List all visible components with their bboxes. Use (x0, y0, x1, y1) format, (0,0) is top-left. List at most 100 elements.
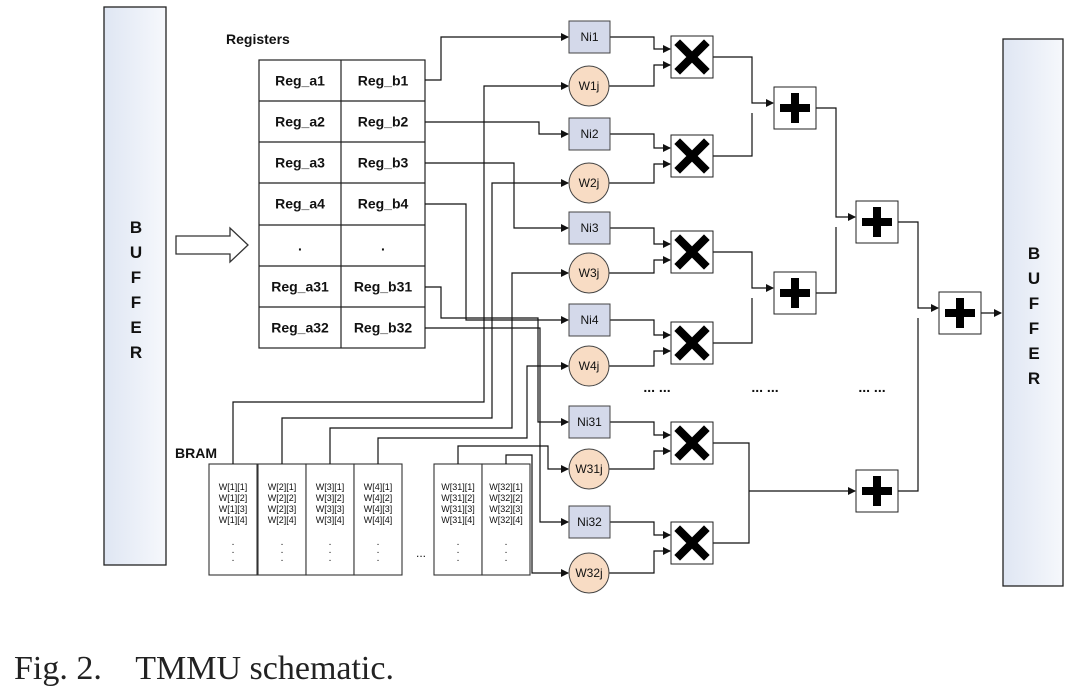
plus-icon (780, 93, 810, 123)
register-b-cell: Reg_b1 (358, 73, 409, 89)
wire (610, 521, 671, 539)
ni-box (568, 20, 611, 54)
ni-label: Ni32 (577, 515, 602, 529)
wire (425, 162, 569, 232)
bram-entry: W[2][2] (268, 493, 297, 503)
adder (773, 271, 817, 315)
weight-node (568, 252, 610, 294)
bram-dot: . (232, 553, 235, 564)
bram-entry: W[31][3] (441, 504, 475, 514)
wire (425, 33, 569, 81)
bram-entry: W[4][3] (364, 504, 393, 514)
register-b-cell: Reg_b32 (354, 320, 413, 336)
plus-icon (862, 207, 892, 237)
ni-box (568, 303, 611, 337)
bram-dot: . (232, 537, 235, 548)
plus-icon (780, 278, 810, 308)
bram-entry: W[4][2] (364, 493, 393, 503)
ni-label: Ni2 (580, 127, 598, 141)
bram-title: BRAM (175, 445, 217, 461)
wire (816, 107, 856, 221)
ni-label: Ni4 (580, 313, 598, 327)
buffer-left-letter: U (130, 243, 142, 262)
bram-dot: . (281, 553, 284, 564)
weight-node (568, 448, 610, 490)
buffer-right-letter: F (1029, 319, 1039, 338)
multiplier (670, 421, 714, 465)
bram-dot: . (329, 537, 332, 548)
bram-entry: W[32][2] (489, 493, 523, 503)
wire-network (232, 33, 1002, 577)
caption-text: TMMU schematic. (135, 650, 394, 687)
wire (713, 442, 750, 544)
multiply-icon (674, 525, 710, 561)
bram-column-box (208, 463, 258, 576)
bram-entry: W[3][4] (316, 515, 345, 525)
register-a-cell: Reg_a3 (275, 155, 325, 171)
bram-dot: . (505, 545, 508, 556)
bram-entry: W[1][2] (219, 493, 248, 503)
bram-column: W[31][1]W[31][2]W[31][3]W[31][4]... (433, 463, 483, 576)
operator-blocks (670, 35, 982, 565)
wire (329, 269, 569, 464)
multiply-icon (674, 234, 710, 270)
wire (425, 121, 569, 138)
bram-entry: W[2][3] (268, 504, 297, 514)
weight-node (568, 162, 610, 204)
ni-label: Ni1 (580, 30, 598, 44)
register-a-cell: Reg_a1 (275, 73, 325, 89)
wire (713, 298, 753, 344)
wire (609, 61, 671, 87)
multiplier (670, 35, 714, 79)
wire (609, 347, 671, 367)
wire (610, 133, 671, 152)
adder (855, 200, 899, 244)
register-a-cell: . (298, 238, 302, 254)
ni-box (568, 405, 611, 439)
bram-entry: W[3][3] (316, 504, 345, 514)
multiply-icon (674, 325, 710, 361)
bram-gap-dots: ... (416, 546, 426, 560)
weight-label: W31j (575, 462, 602, 476)
bram-entry: W[3][2] (316, 493, 345, 503)
bram-entry: W[31][2] (441, 493, 475, 503)
wire (377, 362, 569, 464)
input-arrow (175, 226, 249, 264)
weight-label: W2j (579, 176, 600, 190)
bram-column: W[32][1]W[32][2]W[32][3]W[32][4]... (481, 463, 531, 576)
adder (938, 291, 982, 335)
bram-entry: W[2][1] (268, 482, 297, 492)
lane-dots: ... ... (751, 379, 778, 395)
wire (425, 286, 569, 426)
bram-dot: . (329, 553, 332, 564)
lane-dots: ... ... (643, 379, 670, 395)
wire (232, 82, 569, 464)
bram-entry: W[1][4] (219, 515, 248, 525)
bram-entry: W[4][1] (364, 482, 393, 492)
wire (457, 445, 569, 473)
wire (898, 221, 939, 312)
ni-label: Ni31 (577, 415, 602, 429)
wire (609, 256, 671, 274)
plus-icon (862, 476, 892, 506)
wire (610, 421, 671, 439)
lane-ellipsis: ... ...... ...... ... (643, 379, 885, 395)
buffer-right-letter: F (1029, 294, 1039, 313)
bram-dot: . (457, 537, 460, 548)
register-a-cell: Reg_a31 (271, 279, 329, 295)
register-b-cell: Reg_b3 (358, 155, 409, 171)
register-b-cell: . (381, 238, 385, 254)
wire (609, 447, 671, 470)
buffer-left-letter: B (130, 218, 142, 237)
buffer-right-letter: E (1028, 344, 1039, 363)
bram-column: W[2][1]W[2][2]W[2][3]W[2][4]... (257, 463, 307, 576)
weight-node (568, 552, 610, 594)
wire (609, 547, 671, 574)
bram-entry: W[3][1] (316, 482, 345, 492)
register-a-cell: Reg_a2 (275, 114, 325, 130)
buffer-left-letter: F (131, 268, 141, 287)
